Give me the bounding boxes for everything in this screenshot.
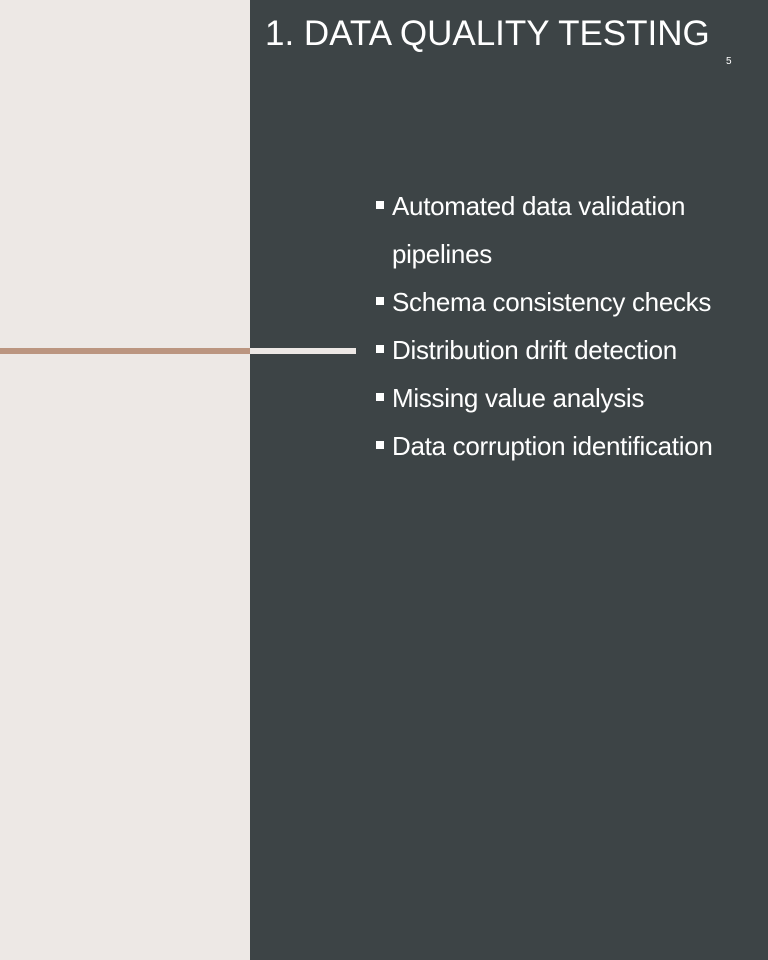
slide-number: 5 xyxy=(726,56,732,67)
slide-title: 1. DATA QUALITY TESTING xyxy=(265,14,710,53)
bullet-item: Schema consistency checks xyxy=(376,278,756,326)
bullet-text: Distribution drift detection xyxy=(392,335,677,365)
bullet-square-icon xyxy=(376,345,384,353)
bullet-text: Data corruption identification xyxy=(392,431,713,461)
accent-line-left xyxy=(0,348,250,354)
bullet-item: Data corruption identification xyxy=(376,422,756,470)
bullet-text: Schema consistency checks xyxy=(392,287,712,317)
bullet-item: Distribution drift detection xyxy=(376,326,756,374)
bullet-square-icon xyxy=(376,297,384,305)
bullet-square-icon xyxy=(376,441,384,449)
bullet-list: Automated data validation pipelines Sche… xyxy=(376,182,756,470)
bullet-text: Automated data validation pipelines xyxy=(392,191,686,269)
right-panel xyxy=(250,0,768,960)
bullet-text: Missing value analysis xyxy=(392,383,645,413)
left-panel xyxy=(0,0,250,960)
bullet-square-icon xyxy=(376,393,384,401)
accent-line-right xyxy=(250,348,356,354)
bullet-square-icon xyxy=(376,201,384,209)
bullet-item: Missing value analysis xyxy=(376,374,756,422)
bullet-item: Automated data validation pipelines xyxy=(376,182,710,278)
